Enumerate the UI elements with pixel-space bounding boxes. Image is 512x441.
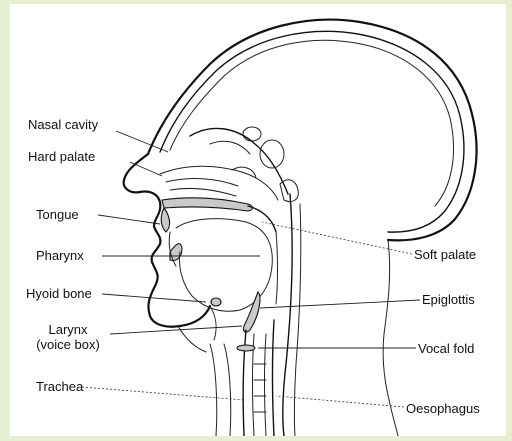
leader-tongue <box>98 215 160 224</box>
label-larynx: Larynx (voice box) <box>28 322 108 352</box>
neck-outline <box>283 194 398 436</box>
hyoid-bone <box>211 298 221 306</box>
leader-hyoid-bone <box>102 294 206 302</box>
leader-lines <box>82 131 420 407</box>
label-hyoid-bone: Hyoid bone <box>26 286 92 301</box>
label-trachea: Trachea <box>36 379 83 394</box>
hard-palate <box>162 198 253 211</box>
label-tongue: Tongue <box>36 207 79 222</box>
label-vocal-fold: Vocal fold <box>418 341 474 356</box>
label-oesophagus: Oesophagus <box>406 401 480 416</box>
sinuses <box>190 127 298 202</box>
leader-nasal-cavity <box>116 131 168 152</box>
leader-hard-palate <box>130 162 162 176</box>
label-larynx-line2: (voice box) <box>28 337 108 352</box>
label-pharynx: Pharynx <box>36 248 84 263</box>
label-hard-palate: Hard palate <box>28 149 95 164</box>
leader-soft-palate <box>262 222 412 254</box>
head-cross-section-diagram <box>10 4 506 436</box>
leader-oesophagus <box>276 396 404 407</box>
epiglottis <box>243 292 259 332</box>
label-nasal-cavity: Nasal cavity <box>28 117 98 132</box>
leader-trachea <box>82 387 244 400</box>
nasal-cavity <box>160 166 278 200</box>
soft-palate <box>248 206 276 232</box>
label-soft-palate: Soft palate <box>414 247 476 262</box>
teeth <box>161 208 182 266</box>
larynx-trachea <box>210 320 274 436</box>
pharynx-airway <box>276 232 278 304</box>
label-epiglottis: Epiglottis <box>422 292 475 307</box>
leader-epiglottis <box>260 300 420 308</box>
label-larynx-line1: Larynx <box>28 322 108 337</box>
diagram-panel: Nasal cavity Hard palate Tongue Pharynx … <box>10 4 506 436</box>
